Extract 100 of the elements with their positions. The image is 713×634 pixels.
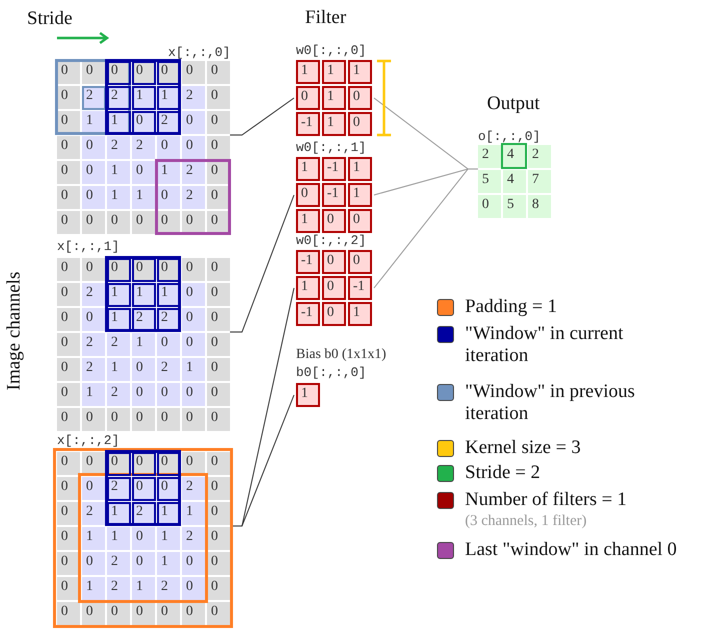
matrix-cell: 0: [132, 358, 155, 381]
matrix-cell: 1: [82, 527, 105, 550]
matrix-cell: 1: [82, 383, 105, 406]
matrix-cell: 0: [182, 552, 205, 575]
matrix-cell: 1: [132, 577, 155, 600]
matrix-cell: 0: [57, 283, 80, 306]
matrix-cell: 1: [132, 186, 155, 209]
matrix-cell: 1: [157, 161, 180, 184]
legend-text: Number of filters = 1: [465, 489, 628, 511]
matrix-cell: 0: [57, 211, 80, 234]
matrix-cell: 0: [207, 552, 230, 575]
matrix-cell: 0: [57, 258, 80, 281]
matrix-cell: 0: [57, 136, 80, 159]
matrix-cell: 0: [132, 408, 155, 431]
matrix-cell: 0: [207, 61, 230, 84]
matrix-cell: 0: [82, 186, 105, 209]
matrix-cell: 0: [182, 111, 205, 134]
matrix-cell: 1: [157, 527, 180, 550]
matrix-cell: 4: [503, 170, 526, 193]
matrix-cell: 0: [322, 250, 346, 274]
matrix-cell: 5: [478, 170, 501, 193]
matrix-cell: 0: [348, 112, 372, 136]
matrix-cell: 0: [207, 186, 230, 209]
matrix-cell: 2: [182, 477, 205, 500]
matrix-cell: 0: [57, 502, 80, 525]
matrix-cell: 0: [82, 602, 105, 625]
matrix-cell: 0: [57, 452, 80, 475]
matrix-cell: 0: [57, 602, 80, 625]
matrix-cell: 0: [82, 552, 105, 575]
matrix-cell: 0: [157, 408, 180, 431]
matrix-cell: 1: [322, 60, 346, 84]
matrix-cell: 0: [207, 258, 230, 281]
matrix-cell: 0: [57, 477, 80, 500]
matrix-cell: 1: [348, 60, 372, 84]
matrix-cell: 2: [107, 136, 130, 159]
matrix-cell: 0: [57, 383, 80, 406]
matrix-label: x[:,:,2]: [57, 434, 120, 448]
matrix-cell: 0: [57, 61, 80, 84]
matrix-cell: 0: [322, 209, 346, 233]
matrix-cell: 0: [57, 527, 80, 550]
matrix-label: o[:,:,0]: [478, 130, 540, 144]
connector-line: [230, 194, 294, 332]
matrix-cell: 0: [82, 161, 105, 184]
matrix-cell: 0: [207, 452, 230, 475]
legend-text: Kernel size = 3: [465, 437, 582, 459]
matrix-cell: 0: [57, 552, 80, 575]
matrix-cell: 0: [348, 86, 372, 110]
matrix-cell: 0: [478, 195, 501, 218]
matrix-cell: 0: [157, 186, 180, 209]
matrix-cell: 0: [157, 136, 180, 159]
matrix-cell: 0: [57, 333, 80, 356]
matrix-cell: 0: [182, 136, 205, 159]
matrix-cell: 0: [157, 333, 180, 356]
matrix-cell: 0: [296, 183, 320, 207]
matrix-cell: 0: [132, 161, 155, 184]
matrix-cell: 0: [207, 136, 230, 159]
matrix-cell: 1: [296, 60, 320, 84]
matrix-cell: 0: [182, 452, 205, 475]
caption-text: Bias b0 (1x1x1): [296, 348, 386, 362]
connector-line: [230, 98, 294, 136]
matrix-cell: 0: [182, 61, 205, 84]
matrix-cell: 0: [207, 383, 230, 406]
matrix-cell: 1: [107, 527, 130, 550]
matrix-cell: 0: [207, 308, 230, 331]
matrix-cell: 4: [503, 145, 526, 168]
matrix-cell: 2: [82, 502, 105, 525]
matrix-cell: 1: [132, 333, 155, 356]
matrix-cell: 0: [132, 552, 155, 575]
matrix-cell: 0: [182, 408, 205, 431]
connector-line: [374, 168, 478, 288]
matrix-cell: -1: [322, 183, 346, 207]
matrix-cell: 1: [107, 186, 130, 209]
matrix-label: w0[:,:,0]: [296, 44, 366, 58]
matrix-cell: 1: [296, 276, 320, 300]
matrix-cell: 2: [182, 86, 205, 109]
matrix-cell: 0: [207, 111, 230, 134]
matrix-cell: 0: [207, 86, 230, 109]
matrix-cell: 0: [82, 308, 105, 331]
matrix-cell: 0: [107, 408, 130, 431]
matrix-cell: 0: [207, 408, 230, 431]
matrix-cell: 1: [296, 383, 320, 407]
matrix-cell: 2: [107, 552, 130, 575]
legend-text: Padding = 1: [465, 296, 558, 318]
matrix-cell: 0: [182, 258, 205, 281]
matrix-cell: 2: [107, 577, 130, 600]
matrix-cell: 1: [322, 112, 346, 136]
matrix-cell: 0: [107, 602, 130, 625]
matrix-cell: 0: [207, 283, 230, 306]
matrix-cell: 0: [82, 136, 105, 159]
matrix-cell: 2: [107, 383, 130, 406]
matrix-cell: 0: [132, 211, 155, 234]
matrix-cell: 0: [57, 577, 80, 600]
matrix-cell: 1: [107, 161, 130, 184]
matrix-cell: 8: [528, 195, 551, 218]
matrix-cell: 0: [182, 308, 205, 331]
matrix-cell: 0: [57, 186, 80, 209]
matrix-cell: 0: [182, 283, 205, 306]
legend-text: Last "window" in channel 0: [465, 539, 678, 561]
matrix-cell: 1: [157, 552, 180, 575]
matrix-cell: 2: [82, 333, 105, 356]
